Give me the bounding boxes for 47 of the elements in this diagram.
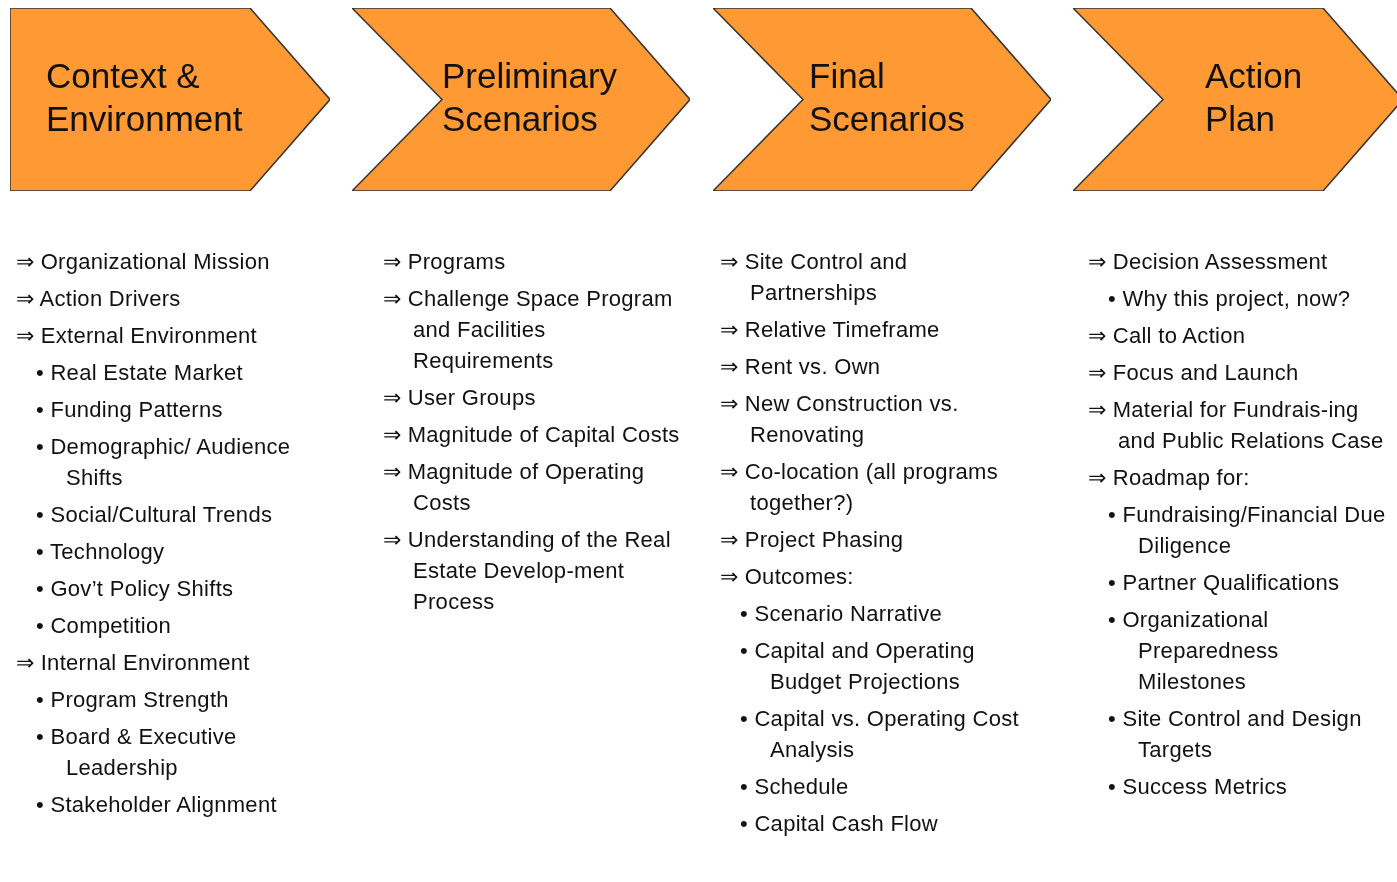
list-item: ⇒ Project Phasing bbox=[720, 526, 905, 554]
list-item: ⇒ Roadmap for: bbox=[1088, 464, 1251, 492]
list-item: • Schedule bbox=[740, 773, 850, 801]
list-item: • Technology bbox=[36, 538, 166, 566]
list-item: ⇒ Material for Fundrais-ing and Public Relations Case bbox=[1088, 396, 1385, 455]
list-item: • Gov’t Policy Shifts bbox=[36, 575, 235, 603]
list-item: • Funding Patterns bbox=[36, 396, 224, 424]
list-item: • Scenario Narrative bbox=[740, 600, 943, 628]
list-item: • Site Control and Design Targets bbox=[1108, 705, 1363, 764]
list-item: ⇒ Magnitude of Operating Costs bbox=[383, 458, 646, 517]
list-item: • Fundraising/Financial Due Diligence bbox=[1108, 501, 1387, 560]
list-item: ⇒ Call to Action bbox=[1088, 322, 1247, 350]
stage-title: Final Scenarios bbox=[809, 55, 966, 140]
stage-title: Preliminary Scenarios bbox=[442, 55, 619, 140]
list-item: ⇒ Focus and Launch bbox=[1088, 359, 1300, 387]
list-item: • Board & Executive Leadership bbox=[36, 723, 238, 782]
list-item: ⇒ Action Drivers bbox=[16, 285, 182, 313]
list-item: • Stakeholder Alignment bbox=[36, 791, 278, 819]
list-item: • Capital and Operating Budget Projections bbox=[740, 637, 976, 696]
list-item: ⇒ Magnitude of Capital Costs bbox=[383, 421, 681, 449]
list-item: ⇒ Decision Assessment bbox=[1088, 248, 1329, 276]
list-item: • Capital Cash Flow bbox=[740, 810, 940, 838]
list-item: ⇒ Relative Timeframe bbox=[720, 316, 941, 344]
list-item: • Partner Qualifications bbox=[1108, 569, 1341, 597]
list-item: • Program Strength bbox=[36, 686, 230, 714]
list-item: ⇒ Challenge Space Program and Facilities Requirements bbox=[383, 285, 674, 375]
stage-title: Action Plan bbox=[1205, 55, 1304, 140]
list-item: • Capital vs. Operating Cost Analysis bbox=[740, 705, 1020, 764]
list-item: • Demographic/ Audience Shifts bbox=[36, 433, 292, 492]
stage-title: Context & Environment bbox=[46, 55, 244, 140]
list-item: ⇒ Programs bbox=[383, 248, 507, 276]
list-item: • Organizational Preparedness Milestones bbox=[1108, 606, 1280, 696]
list-item: • Real Estate Market bbox=[36, 359, 244, 387]
list-item: ⇒ External Environment bbox=[16, 322, 259, 350]
list-item: ⇒ Rent vs. Own bbox=[720, 353, 882, 381]
list-item: ⇒ Co-location (all programs together?) bbox=[720, 458, 999, 517]
list-item: ⇒ Internal Environment bbox=[16, 649, 251, 677]
list-item: ⇒ Organizational Mission bbox=[16, 248, 271, 276]
list-item: ⇒ Outcomes: bbox=[720, 563, 855, 591]
list-item: • Competition bbox=[36, 612, 173, 640]
list-item: ⇒ New Construction vs. Renovating bbox=[720, 390, 960, 449]
list-item: ⇒ Site Control and Partnerships bbox=[720, 248, 909, 307]
list-item: ⇒ User Groups bbox=[383, 384, 537, 412]
list-item: • Social/Cultural Trends bbox=[36, 501, 274, 529]
list-item: • Why this project, now? bbox=[1108, 285, 1352, 313]
list-item: • Success Metrics bbox=[1108, 773, 1289, 801]
list-item: ⇒ Understanding of the Real Estate Develop-ment Process bbox=[383, 526, 672, 616]
